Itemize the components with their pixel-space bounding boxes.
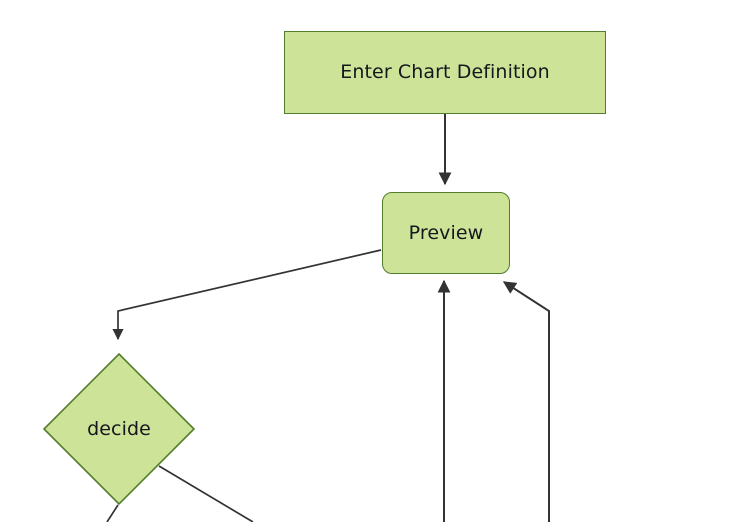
node-decide[interactable]: decide — [43, 353, 195, 505]
edge-preview-to-decide — [112, 249, 382, 341]
edge-into-preview-right — [502, 281, 550, 522]
node-enter-chart-definition[interactable]: Enter Chart Definition — [284, 31, 606, 114]
node-decide-label: decide — [87, 417, 151, 440]
node-preview-label: Preview — [408, 221, 484, 244]
node-enter-chart-definition-label: Enter Chart Definition — [340, 61, 550, 83]
node-preview[interactable]: Preview — [382, 192, 510, 274]
edge-decide-out-right — [158, 465, 254, 522]
diamond-shape — [43, 353, 195, 505]
edge-decide-out-left — [106, 504, 119, 522]
